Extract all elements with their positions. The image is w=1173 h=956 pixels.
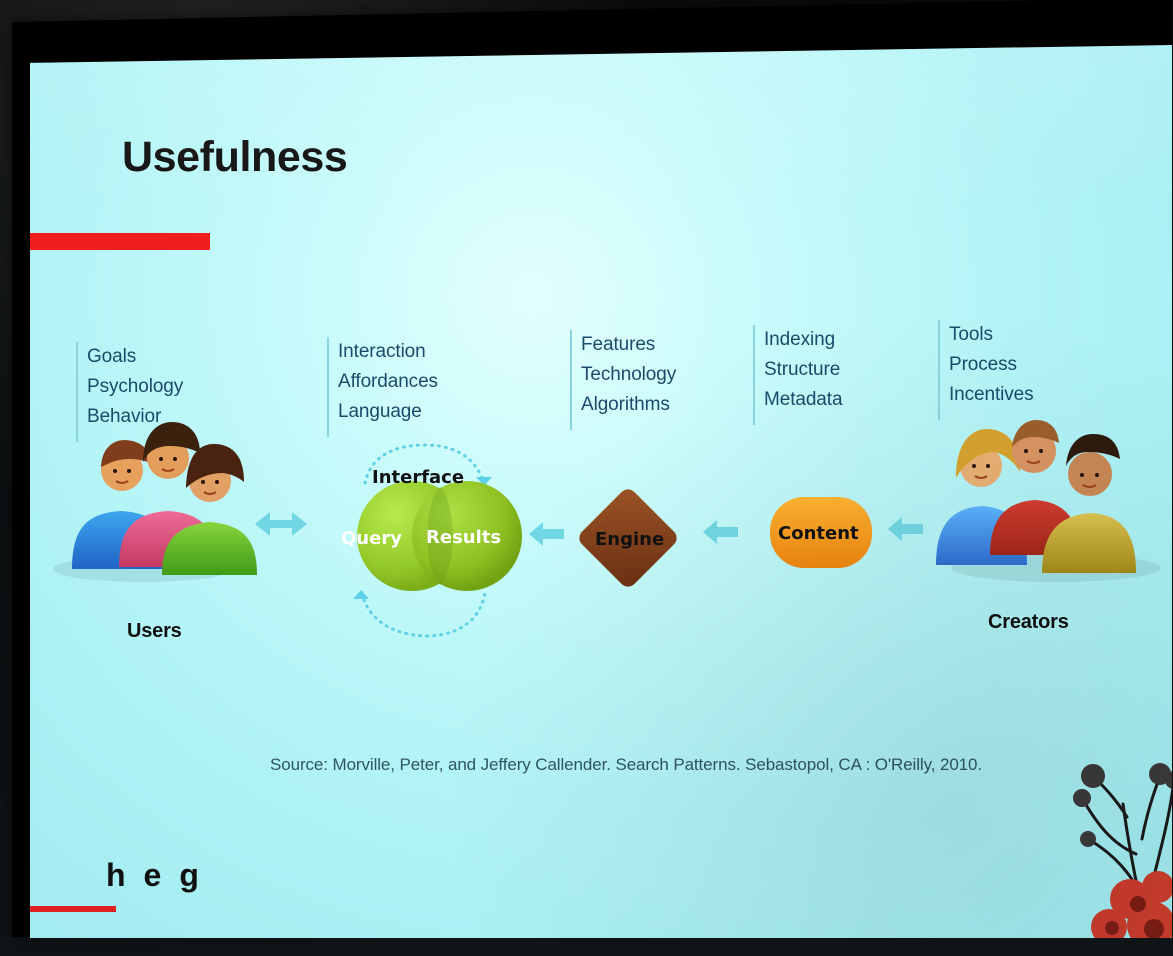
users-attributes-column: Goals Psychology Behavior — [75, 342, 184, 442]
creators-attribute-line: Incentives — [949, 384, 1034, 405]
users-group-icon — [53, 422, 257, 582]
left-arrow-icon — [888, 517, 923, 541]
creators-group-icon — [936, 420, 1161, 582]
query-results-overlap — [427, 487, 453, 585]
slide-title: Usefulness — [122, 133, 348, 181]
interface-attribute-line: Interaction — [338, 341, 426, 362]
engine-attribute-line: Features — [581, 334, 656, 355]
content-label: Content — [778, 523, 859, 544]
interface-loop-icon — [360, 443, 487, 638]
source-citation: Source: Morville, Peter, and Jeffery Cal… — [270, 755, 983, 774]
content-pill-icon — [770, 497, 872, 568]
content-attributes-column: Indexing Structure Metadata — [752, 325, 843, 425]
decorative-plant-icon — [1073, 763, 1172, 938]
users-attribute-line: Behavior — [87, 406, 162, 427]
users-label: Users — [127, 620, 182, 642]
footer-logo: h e g — [106, 857, 199, 894]
left-arrow-icon — [703, 520, 738, 544]
interface-label: Interface — [372, 467, 464, 488]
title-accent-bar — [30, 233, 210, 250]
engine-attribute-line: Technology — [581, 364, 677, 385]
results-label: Results — [426, 527, 501, 548]
users-attribute-line: Psychology — [87, 376, 184, 397]
logo-letter-g: g — [179, 857, 199, 893]
presentation-slide: Usefulness Goals Psychology Behavior Int… — [30, 45, 1172, 938]
interface-attribute-line: Language — [338, 401, 422, 422]
creators-attribute-line: Process — [949, 354, 1017, 375]
interface-loop-arrowheads — [353, 477, 492, 599]
creators-label: Creators — [988, 611, 1069, 633]
content-attribute-line: Structure — [764, 359, 841, 380]
engine-attributes-column: Features Technology Algorithms — [569, 330, 677, 430]
engine-attribute-line: Algorithms — [581, 394, 670, 415]
footer-accent-bar — [30, 906, 116, 912]
creators-attributes-column: Tools Process Incentives — [938, 320, 1034, 420]
content-attribute-line: Indexing — [764, 329, 836, 350]
content-attribute-line: Metadata — [764, 389, 843, 410]
interface-attribute-line: Affordances — [338, 371, 438, 392]
left-arrow-icon — [529, 522, 564, 546]
usefulness-diagram: Interface Query Results Engine Content — [53, 420, 1161, 638]
engine-label: Engine — [595, 529, 664, 550]
engine-diamond-icon — [579, 489, 677, 587]
results-circle — [412, 481, 522, 591]
users-attribute-line: Goals — [87, 346, 137, 367]
query-label: Query — [341, 528, 402, 549]
interface-attributes-column: Interaction Affordances Language — [327, 337, 438, 437]
bidirectional-arrow-icon — [255, 512, 307, 536]
logo-letter-e: e — [143, 857, 162, 893]
creators-attribute-line: Tools — [949, 324, 993, 345]
logo-letter-h: h — [106, 857, 126, 893]
